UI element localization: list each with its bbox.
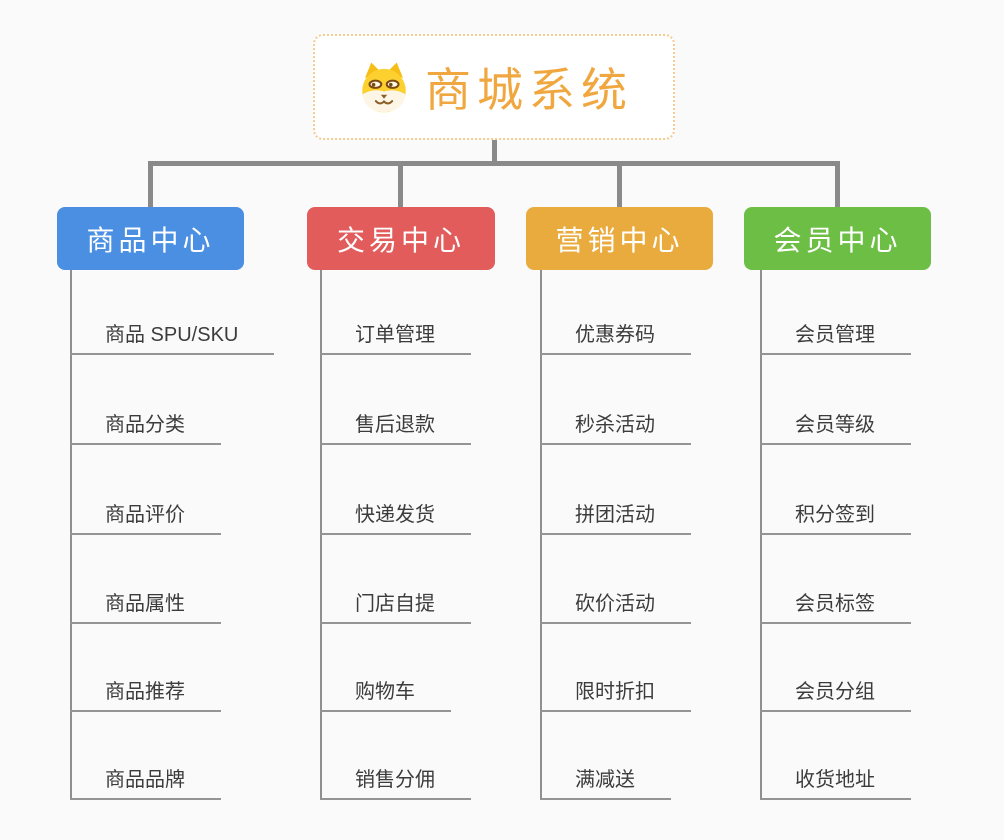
branch-node-trade-center[interactable]: 交易中心: [307, 207, 495, 270]
connector-root-stub: [492, 138, 497, 166]
branch-node-goods-center[interactable]: 商品中心: [57, 207, 244, 270]
mindmap-leaf-node[interactable]: 秒杀活动: [540, 409, 691, 445]
connector-drop-marketing: [617, 161, 622, 211]
connector-drop-goods: [148, 161, 153, 211]
branch-label: 商品中心: [86, 224, 215, 256]
shiba-dog-icon: [355, 59, 413, 115]
mindmap-leaf-node[interactable]: 门店自提: [320, 588, 471, 624]
connector-horizontal: [148, 161, 840, 166]
mindmap-leaf-node[interactable]: 会员管理: [760, 319, 911, 355]
root-node[interactable]: 商城系统: [313, 34, 675, 140]
mindmap-leaf-node[interactable]: 满减送: [540, 764, 671, 800]
mindmap-leaf-node[interactable]: 购物车: [320, 676, 451, 712]
branch-column-line-member: [760, 270, 762, 800]
mindmap-leaf-node[interactable]: 积分签到: [760, 499, 911, 535]
mindmap-leaf-node[interactable]: 商品评价: [70, 499, 221, 535]
mindmap-leaf-node[interactable]: 收货地址: [760, 764, 911, 800]
mindmap-leaf-node[interactable]: 会员标签: [760, 588, 911, 624]
mindmap-leaf-node[interactable]: 订单管理: [320, 319, 471, 355]
connector-drop-trade: [398, 161, 403, 211]
mindmap-leaf-node[interactable]: 会员分组: [760, 676, 911, 712]
branch-label: 营销中心: [555, 224, 684, 256]
branch-label: 会员中心: [773, 224, 902, 256]
branch-node-member-center[interactable]: 会员中心: [744, 207, 931, 270]
connector-drop-member: [835, 161, 840, 211]
mindmap-leaf-node[interactable]: 商品分类: [70, 409, 221, 445]
mindmap-leaf-node[interactable]: 商品推荐: [70, 676, 221, 712]
mindmap-leaf-node[interactable]: 快递发货: [320, 499, 471, 535]
mindmap-leaf-node[interactable]: 商品 SPU/SKU: [70, 319, 275, 355]
branch-node-marketing-center[interactable]: 营销中心: [526, 207, 713, 270]
branch-column-line-goods: [70, 270, 72, 800]
mindmap-leaf-node[interactable]: 商品品牌: [70, 764, 221, 800]
mindmap-leaf-node[interactable]: 砍价活动: [540, 588, 691, 624]
mindmap-leaf-node[interactable]: 优惠券码: [540, 319, 691, 355]
mindmap-leaf-node[interactable]: 限时折扣: [540, 676, 691, 712]
branch-label: 交易中心: [336, 224, 465, 256]
mindmap-leaf-node[interactable]: 销售分佣: [320, 764, 471, 800]
mindmap-leaf-node[interactable]: 商品属性: [70, 588, 221, 624]
mindmap-leaf-node[interactable]: 会员等级: [760, 409, 911, 445]
root-title: 商城系统: [425, 64, 633, 116]
branch-column-line-marketing: [540, 270, 542, 800]
mindmap-leaf-node[interactable]: 售后退款: [320, 409, 471, 445]
mindmap-leaf-node[interactable]: 拼团活动: [540, 499, 691, 535]
branch-column-line-trade: [320, 270, 322, 800]
